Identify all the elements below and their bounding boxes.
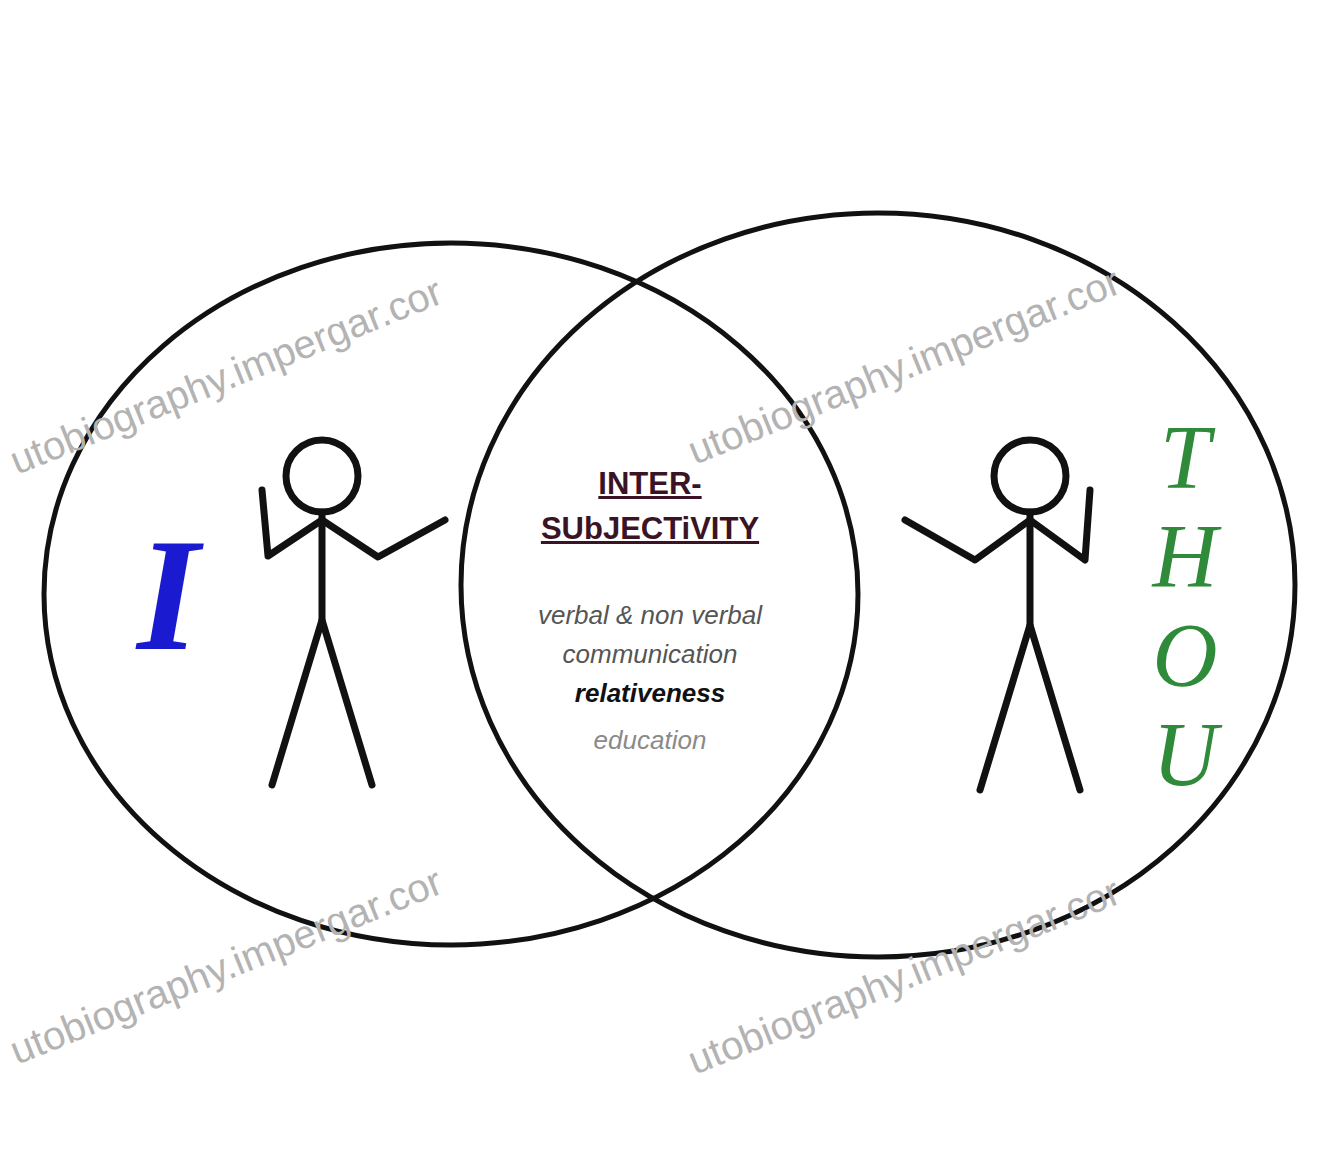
self-letter: I — [137, 515, 199, 675]
watermark: utobiography.impergar.cor — [4, 859, 449, 1074]
center-note: relativeness — [500, 677, 800, 711]
figure-arms — [262, 490, 445, 557]
circle-region: THOU — [458, 210, 1298, 960]
figure-head — [286, 440, 358, 512]
thou-letters: THOU — [1140, 408, 1230, 804]
figure-arms — [905, 490, 1090, 560]
circle-outline — [44, 243, 858, 945]
figure-legs — [980, 625, 1080, 790]
circle-outline — [461, 213, 1295, 957]
center-note: verbal & non verbal communication — [500, 596, 800, 674]
watermark: utobiography.impergar.cor — [682, 259, 1127, 474]
figure-body — [319, 512, 326, 620]
figure-legs — [272, 620, 372, 785]
center-heading: INTER- SUbJECTiVITY — [490, 462, 810, 552]
figure-body — [1027, 512, 1034, 625]
watermark: utobiography.impergar.cor — [682, 869, 1127, 1084]
center-note: education — [500, 724, 800, 758]
circle-region: I — [41, 240, 861, 948]
figure-head — [994, 440, 1066, 512]
